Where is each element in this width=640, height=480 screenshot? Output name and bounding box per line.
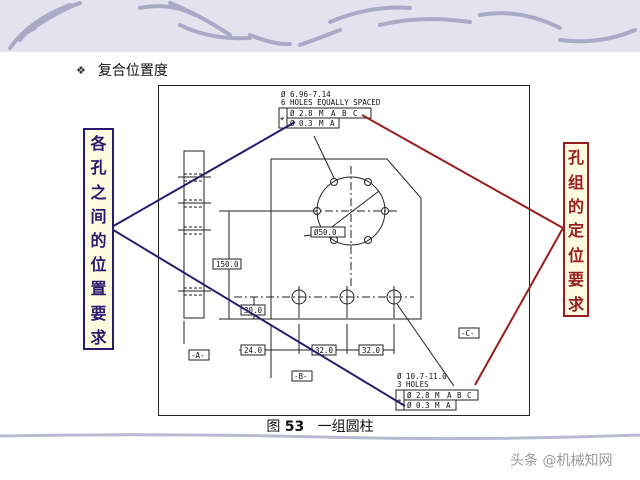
callout-char: 组 xyxy=(567,172,584,192)
decorative-banner xyxy=(0,0,640,52)
svg-text:Ø 0.3: Ø 0.3 xyxy=(407,401,430,410)
callout-char: 要 xyxy=(90,303,107,323)
svg-text:6 HOLES EQUALLY SPACED: 6 HOLES EQUALLY SPACED xyxy=(281,98,381,107)
heading-text: 复合位置度 xyxy=(97,63,168,79)
svg-text:32.0: 32.0 xyxy=(315,346,334,355)
svg-text:A: A xyxy=(446,401,451,410)
callout-char: 孔 xyxy=(90,158,107,178)
dimension-labels: Ø50.0 150.0 30.0 24.0 32.0 32.0 -A- -B- … xyxy=(188,90,480,411)
callout-char: 之 xyxy=(90,182,107,202)
svg-text:24.0: 24.0 xyxy=(244,346,263,355)
caption-text: 一组圆柱 xyxy=(317,419,374,435)
svg-text:A: A xyxy=(330,119,335,128)
svg-text:M: M xyxy=(319,119,324,128)
svg-text:M: M xyxy=(319,109,324,118)
svg-text:M: M xyxy=(435,401,440,410)
svg-text:C: C xyxy=(467,391,472,400)
svg-text:30.0: 30.0 xyxy=(244,306,263,315)
svg-text:Ø50.0: Ø50.0 xyxy=(314,228,337,237)
figure-caption: 图 53 一组圆柱 xyxy=(0,416,640,436)
callout-char: 位 xyxy=(90,255,107,275)
svg-text:M: M xyxy=(435,391,440,400)
svg-text:Ø 2.8: Ø 2.8 xyxy=(407,391,430,400)
svg-text:Ø 0.3: Ø 0.3 xyxy=(290,119,313,128)
svg-text:-C-: -C- xyxy=(461,329,475,338)
callout-char: 要 xyxy=(567,270,584,290)
callout-char: 置 xyxy=(90,279,107,299)
right-callout-box: 孔 组 的 定 位 要 求 xyxy=(563,142,589,317)
caption-number: 53 xyxy=(284,419,305,435)
front-view-plate xyxy=(270,158,422,320)
callout-char: 求 xyxy=(90,327,107,347)
svg-text:-A-: -A- xyxy=(191,351,205,360)
watermark: 头条 @机械知网 xyxy=(510,453,613,469)
wave-decoration xyxy=(8,1,637,50)
svg-text:B: B xyxy=(342,109,347,118)
svg-text:150.0: 150.0 xyxy=(216,260,239,269)
callout-char: 定 xyxy=(567,221,584,241)
caption-prefix: 图 xyxy=(266,419,281,435)
callout-char: 求 xyxy=(567,294,584,314)
callout-char: 间 xyxy=(90,206,107,226)
svg-text:A: A xyxy=(447,391,452,400)
svg-text:C: C xyxy=(353,109,358,118)
drawing-canvas: Ø50.0 150.0 30.0 24.0 32.0 32.0 -A- -B- … xyxy=(178,90,480,411)
callout-char: 位 xyxy=(567,245,584,265)
svg-text:Ø 10.7-11.0: Ø 10.7-11.0 xyxy=(397,372,447,381)
callout-char: 各 xyxy=(90,134,107,154)
svg-text:Ø 2.8: Ø 2.8 xyxy=(290,109,313,118)
callout-char: 孔 xyxy=(567,148,584,168)
svg-text:-B-: -B- xyxy=(294,372,308,381)
svg-text:Ø 6.96-7.14: Ø 6.96-7.14 xyxy=(281,90,331,99)
svg-text:A: A xyxy=(331,109,336,118)
svg-text:3 HOLES: 3 HOLES xyxy=(397,380,429,389)
footer-wave xyxy=(0,433,640,440)
svg-text:32.0: 32.0 xyxy=(362,346,381,355)
callout-char: 的 xyxy=(567,197,584,217)
slide-heading: ❖ 复合位置度 xyxy=(76,60,168,80)
svg-text:B: B xyxy=(457,391,462,400)
svg-text:⌖: ⌖ xyxy=(280,114,285,123)
diamond-bullet-icon: ❖ xyxy=(76,63,86,77)
callout-char: 的 xyxy=(90,230,107,250)
engineering-drawing: Ø50.0 150.0 30.0 24.0 32.0 32.0 -A- -B- … xyxy=(158,85,530,416)
left-callout-box: 各 孔 之 间 的 位 置 要 求 xyxy=(83,128,114,350)
